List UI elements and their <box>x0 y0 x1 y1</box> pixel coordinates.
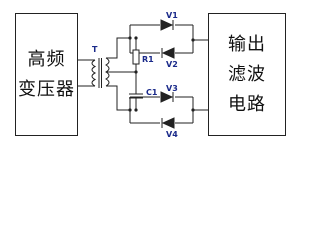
wire-secondary-bottom <box>106 85 130 111</box>
diode-v1 <box>160 19 174 31</box>
junction-dot-center <box>134 70 138 74</box>
label-v3: V3 <box>166 84 178 93</box>
junction-dot-top <box>128 36 132 40</box>
junction-dot-out-bottom <box>191 108 195 112</box>
transformer-primary-coil <box>91 59 97 87</box>
circuit-wiring <box>78 19 208 129</box>
label-v2: V2 <box>166 60 178 69</box>
transformer-block: 高频 变压器 <box>15 13 78 136</box>
output-filter-block: 输出 滤波 电路 <box>208 13 286 136</box>
junction-dot-out-top <box>191 38 195 42</box>
diode-v4 <box>161 117 175 129</box>
junction-dot-c1 <box>134 108 138 112</box>
label-v4: V4 <box>166 130 178 139</box>
resistor-r1 <box>132 49 140 65</box>
label-c1: C1 <box>146 88 158 97</box>
filter-label-line-3: 电路 <box>228 93 266 115</box>
label-v1: V1 <box>166 11 178 20</box>
filter-label-line-1: 输出 <box>228 33 266 55</box>
diode-v3 <box>160 91 174 103</box>
wire-secondary-top <box>106 37 130 59</box>
junction-dot-r1 <box>134 36 138 40</box>
diode-v2 <box>161 47 175 59</box>
label-transformer-t: T <box>92 45 98 54</box>
transformer-label-line-1: 高频 <box>27 48 66 70</box>
junction-dot-bottom <box>128 108 132 112</box>
transformer-label-line-2: 变压器 <box>18 78 75 100</box>
circuit-diagram: 高频 变压器 输出 滤波 电路 T R1 C1 V1 V2 V3 V4 <box>15 11 286 139</box>
label-r1: R1 <box>142 55 154 64</box>
filter-label-line-2: 滤波 <box>228 63 266 85</box>
